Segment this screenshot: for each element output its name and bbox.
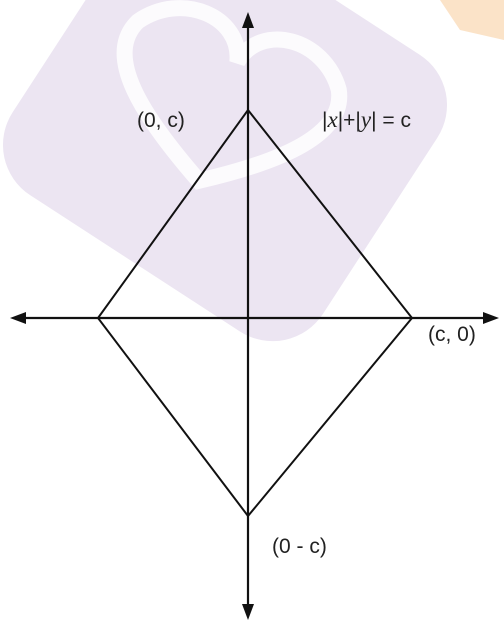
equation-abs-bar-close: | — [371, 109, 377, 132]
watermark-heart-outline — [116, 0, 348, 190]
label-equation: |x|+|y| = c — [322, 108, 411, 131]
rhombus-outline — [96, 108, 414, 518]
equation-var-y: y — [360, 107, 372, 132]
label-bottom-vertex: (0 - c) — [272, 535, 327, 558]
axes — [10, 12, 499, 620]
watermark-purple-panel — [2, 0, 448, 342]
y-axis-arrow-down — [242, 604, 254, 620]
equation-abs-bar-open: | — [322, 109, 328, 132]
equation-plus-bars: |+| — [337, 109, 361, 132]
x-axis-arrow-right — [483, 312, 499, 324]
label-top-vertex: (0, c) — [137, 109, 185, 132]
label-right-vertex: (c, 0) — [428, 323, 476, 346]
equation-rhs: = c — [376, 109, 411, 132]
x-axis-arrow-left — [10, 312, 26, 324]
watermark-orange-shape — [440, 0, 504, 40]
y-axis-arrow-up — [242, 12, 254, 28]
watermark-logo — [2, 0, 504, 342]
equation-var-x: x — [327, 107, 338, 132]
